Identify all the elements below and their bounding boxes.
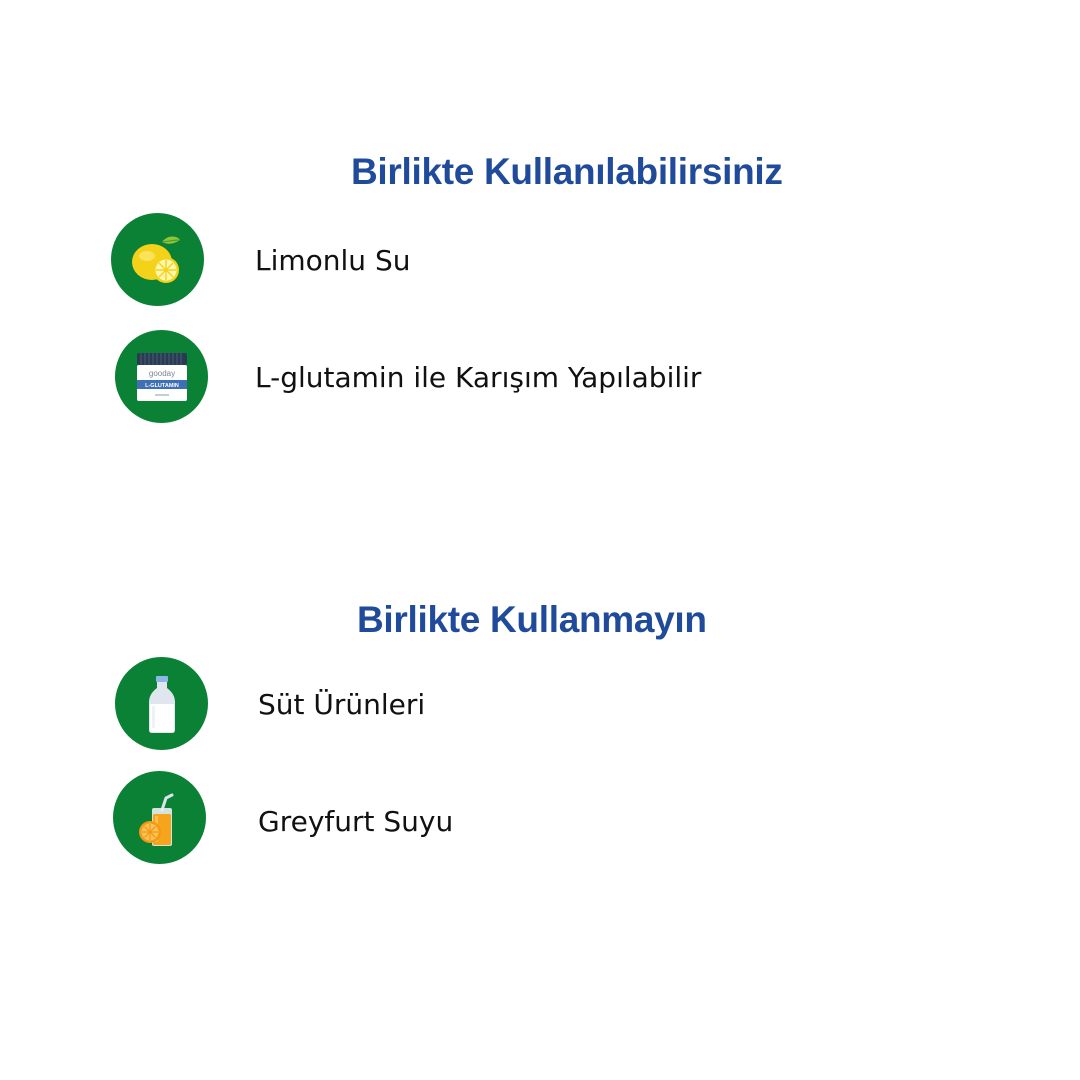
section-heading-incompatible: Birlikte Kullanmayın (357, 599, 707, 640)
jar-brand-text: gooday (148, 369, 174, 378)
orange-juice-icon-circle (113, 771, 206, 864)
section-heading-compatible: Birlikte Kullanılabilirsiniz (351, 151, 783, 192)
item-label-l-glutamin: L-glutamin ile Karışım Yapılabilir (255, 361, 702, 394)
milk-bottle-icon-circle (115, 657, 208, 750)
lemon-icon-circle (111, 213, 204, 306)
jar-label-text: L-GLUTAMIN (145, 383, 179, 389)
orange-juice-icon (138, 793, 173, 846)
item-label-dairy: Süt Ürünleri (258, 688, 426, 721)
milk-bottle-icon (148, 675, 175, 733)
l-glutamin-jar-icon-circle: gooday L-GLUTAMIN (115, 330, 208, 423)
lemon-icon (131, 236, 180, 283)
item-label-lemon-water: Limonlu Su (255, 244, 411, 277)
l-glutamin-jar-icon: gooday L-GLUTAMIN (136, 352, 187, 401)
item-label-grapefruit-juice: Greyfurt Suyu (258, 805, 454, 838)
